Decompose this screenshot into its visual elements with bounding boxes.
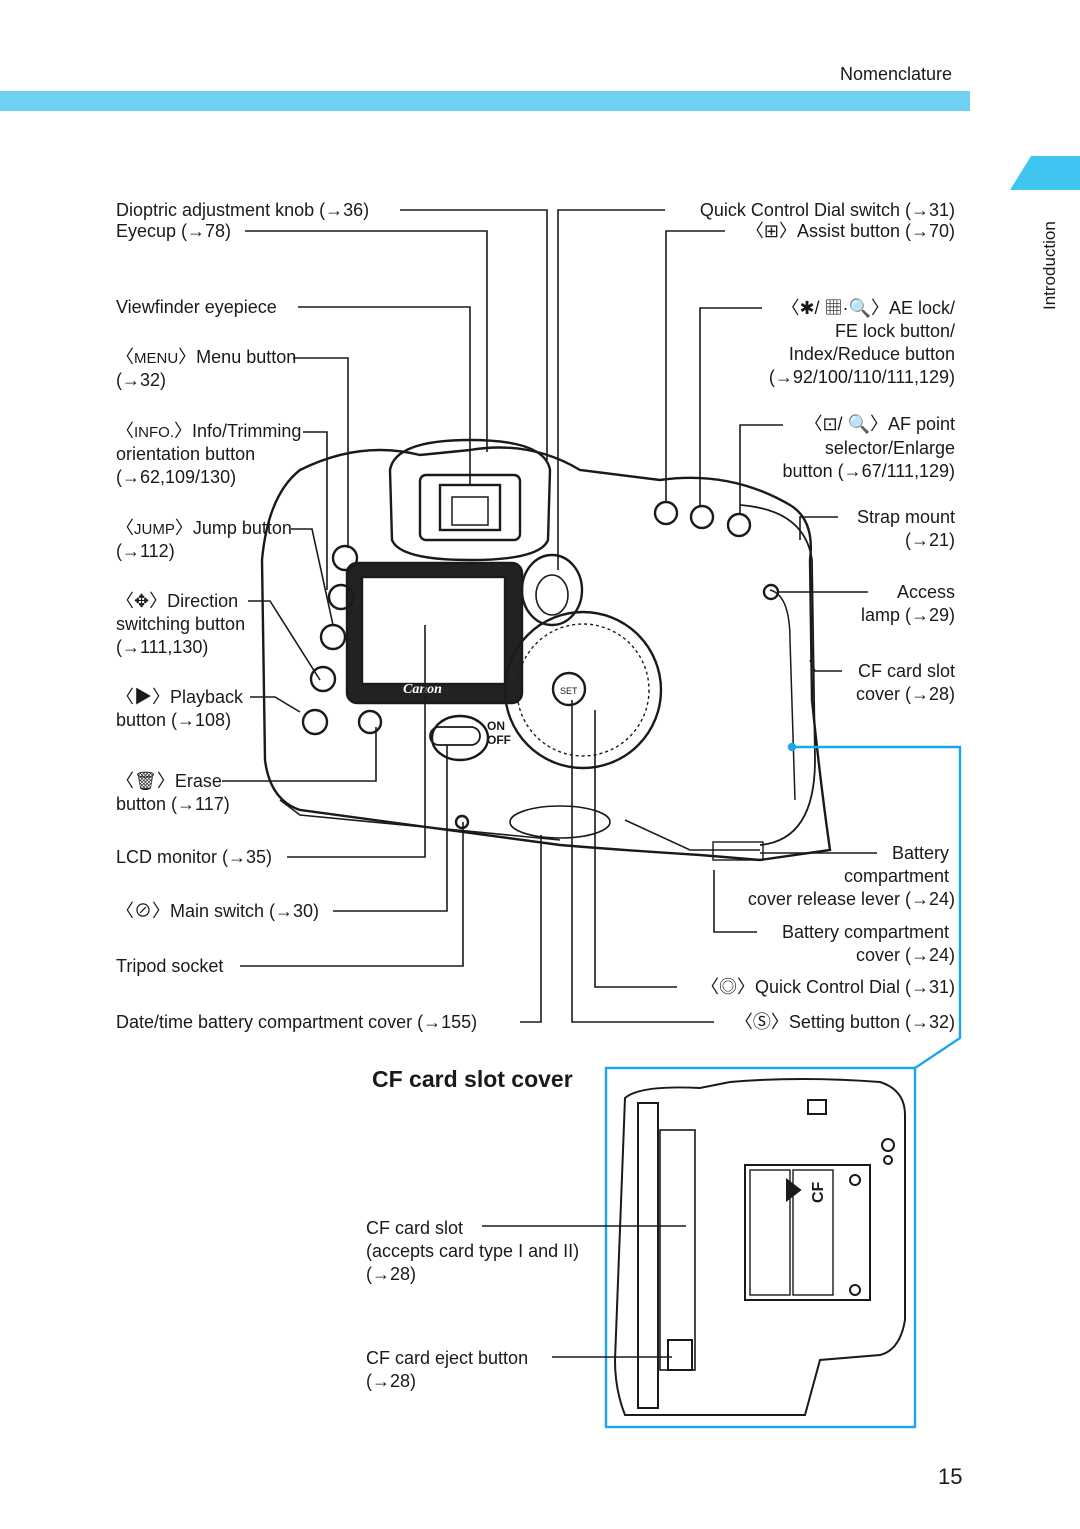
label-jump-text: Jump button [192, 518, 292, 538]
header-accent-bar [0, 91, 970, 111]
dial-icon: ◎ [718, 977, 737, 997]
label-quick-control-dial: 〈◎〉Quick Control Dial (→31) [700, 977, 955, 997]
label-info-button: 〈INFO.〉Info/Trimming [116, 421, 302, 441]
playback-icon: ▶ [134, 687, 152, 707]
label-cf-cover-ref: cover (→28) [855, 684, 955, 704]
label-ae-lock-line3: Index/Reduce button [788, 344, 955, 364]
label-set-text: Setting button (→32) [788, 1012, 955, 1032]
label-erase-text: Erase [174, 771, 222, 791]
cf-marking: CF [810, 1181, 827, 1203]
label-strap-ref: (→21) [904, 530, 955, 550]
label-assist-text: Assist button (→70) [796, 221, 955, 241]
label-dioptric-knob: Dioptric adjustment knob (→36) [116, 200, 370, 220]
label-direction-text: Direction [167, 591, 239, 611]
label-cf-eject-ref: (→28) [366, 1371, 417, 1391]
assist-icon: ⊞ [763, 221, 779, 241]
label-lcd-monitor: LCD monitor (→35) [116, 847, 273, 867]
label-viewfinder-eyepiece: Viewfinder eyepiece [116, 297, 277, 317]
off-marking: OFF [487, 733, 511, 747]
label-info-text: Info/Trimming [192, 421, 302, 441]
label-playback-button: 〈▶〉Playback [116, 687, 244, 707]
label-qcd-text: Quick Control Dial (→31) [754, 977, 955, 997]
label-jump-ref: (→112) [116, 541, 175, 561]
label-playback-ref: button (→108) [116, 710, 232, 730]
label-cf-cover: CF card slot [857, 661, 955, 681]
label-direction-button: 〈✥〉Direction [116, 591, 239, 611]
label-menu-text: Menu button [196, 347, 297, 367]
label-main-switch: 〈⊘〉Main switch (→30) [116, 901, 320, 921]
label-battery-lever: Battery [891, 843, 949, 863]
label-cf-slot-line2: (accepts card type I and II) [366, 1241, 580, 1261]
label-erase-button: 〈🗑〉Erase [116, 771, 222, 791]
label-af-point-ref: button (→67/111,129) [782, 461, 955, 481]
label-qcd-switch: Quick Control Dial switch (→31) [699, 200, 955, 220]
label-erase-ref: button (→117) [116, 794, 230, 814]
label-direction-ref: (→111,130) [116, 637, 209, 657]
inset-title: CF card slot cover [372, 1066, 573, 1092]
label-af-point: 〈⊡/ 🔍〉AF point [804, 414, 955, 434]
trash-icon: 🗑 [134, 771, 157, 791]
label-battery-lever-ref: cover release lever (→24) [747, 889, 955, 909]
label-cf-eject: CF card eject button [366, 1348, 529, 1368]
label-ae-lock-text: AE lock/ [888, 298, 955, 318]
label-ae-lock: 〈✱/ ▦·🔍〉AE lock/ [781, 298, 955, 318]
label-tripod-socket: Tripod socket [116, 956, 224, 976]
direction-icon: ✥ [134, 591, 150, 611]
menu-icon: MENU [134, 350, 179, 367]
info-icon: INFO. [134, 424, 174, 441]
label-info-ref: (→62,109/130) [116, 467, 237, 487]
label-menu-ref: (→32) [116, 370, 167, 390]
set-marking: SET [560, 686, 578, 696]
label-date-battery-cover: Date/time battery compartment cover (→15… [116, 1012, 478, 1032]
brand-logo: Canon [403, 682, 442, 697]
label-setting-button: 〈Ⓢ〉Setting button (→32) [734, 1012, 955, 1032]
main-switch-icon: ⊘ [134, 901, 152, 921]
label-playback-text: Playback [170, 687, 244, 707]
jump-icon: JUMP [134, 521, 175, 538]
label-battery-cover-ref: cover (→24) [855, 945, 955, 965]
label-ae-lock-ref: (→92/100/110/111,129) [768, 367, 955, 387]
label-access-lamp: Access [896, 582, 955, 602]
label-jump-button: 〈JUMP〉Jump button [116, 518, 292, 538]
label-cf-slot-ref: (→28) [366, 1264, 417, 1284]
af-point-icon: ⊡/ 🔍 [822, 414, 870, 434]
label-af-point-text: AF point [887, 414, 955, 434]
page-number: 15 [938, 1464, 963, 1489]
label-info-line2: orientation button [116, 444, 256, 464]
label-ae-lock-line2: FE lock button/ [834, 321, 955, 341]
label-main-switch-text: Main switch (→30) [170, 901, 320, 921]
on-marking: ON [487, 719, 505, 733]
label-direction-line2: switching button [116, 614, 246, 634]
label-assist-button: 〈⊞〉Assist button (→70) [745, 221, 955, 241]
label-af-point-line2: selector/Enlarge [824, 438, 955, 458]
label-access-ref: lamp (→29) [860, 605, 955, 625]
ae-lock-icon: ✱/ ▦·🔍 [799, 298, 871, 318]
label-menu-button: 〈MENU〉Menu button [116, 347, 297, 367]
label-strap-mount: Strap mount [856, 507, 955, 527]
label-battery-cover: Battery compartment [781, 922, 949, 942]
label-cf-slot: CF card slot [366, 1218, 464, 1238]
section-title: Nomenclature [840, 64, 953, 84]
set-icon: Ⓢ [752, 1012, 771, 1032]
label-battery-lever-line2: compartment [843, 866, 949, 886]
label-eyecup: Eyecup (→78) [116, 221, 232, 241]
